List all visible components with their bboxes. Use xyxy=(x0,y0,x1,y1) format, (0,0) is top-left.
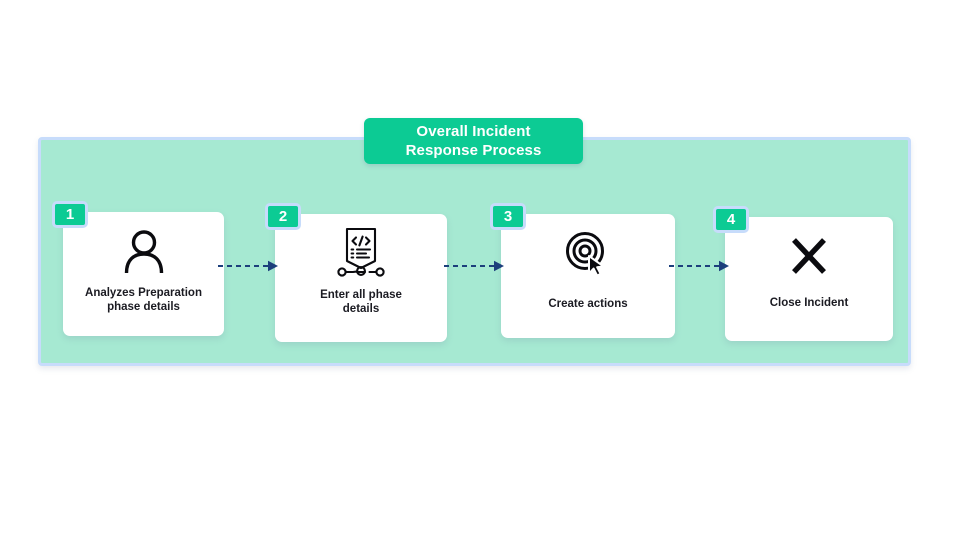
close-x-icon xyxy=(788,236,830,276)
step-label-4: Close Incident xyxy=(769,297,849,309)
step-badge-4: 4 xyxy=(713,206,749,233)
step-badge-1: 1 xyxy=(52,201,88,228)
step-badge-3: 3 xyxy=(490,203,526,230)
arrow-step2-to-step3 xyxy=(444,259,506,273)
process-title-banner: Overall Incident Response Process xyxy=(364,118,583,164)
step-label-2: Enter all phase details xyxy=(320,289,402,315)
step-label-1: Analyzes Preparation phase details xyxy=(85,287,202,313)
step-card-2[interactable]: Enter all phase details xyxy=(275,214,447,342)
arrow-step3-to-step4 xyxy=(669,259,731,273)
process-title-line-2: Response Process xyxy=(405,142,542,159)
step-label-3: Create actions xyxy=(548,298,628,310)
target-cursor-icon xyxy=(564,231,612,277)
process-title-line-1: Overall Incident xyxy=(416,123,531,140)
step-card-4[interactable]: Close Incident xyxy=(725,217,893,341)
step-badge-2: 2 xyxy=(265,203,301,230)
person-icon xyxy=(121,229,167,273)
step-card-1[interactable]: Analyzes Preparation phase details xyxy=(63,212,224,336)
step-card-3[interactable]: Create actions xyxy=(501,214,675,338)
arrow-step1-to-step2 xyxy=(218,259,280,273)
code-document-nodes-icon xyxy=(335,227,387,277)
